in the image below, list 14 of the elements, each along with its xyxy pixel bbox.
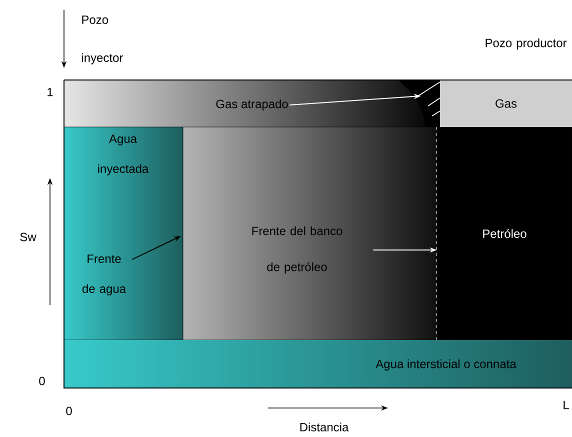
axis-label: Distancia: [300, 422, 349, 432]
region-box: Gas: [440, 80, 572, 127]
axis-tick-label: L: [564, 400, 569, 410]
trapped-gas-wedge: [398, 80, 440, 127]
axis-label: Sw: [20, 232, 36, 242]
region-label: Pozo productor: [486, 38, 567, 50]
region-label: Frente de agua: [82, 254, 126, 296]
region-box: Petróleo: [436, 126, 572, 340]
region-label: Pozo inyector: [82, 16, 124, 64]
region-label: Agua intersticial o connata: [376, 359, 516, 371]
axis-tick-label: 0: [39, 376, 45, 386]
axis-tick-label: 0: [66, 406, 72, 416]
axis-tick-label: 1: [48, 88, 53, 96]
region-label: Gas atrapado: [216, 99, 288, 111]
